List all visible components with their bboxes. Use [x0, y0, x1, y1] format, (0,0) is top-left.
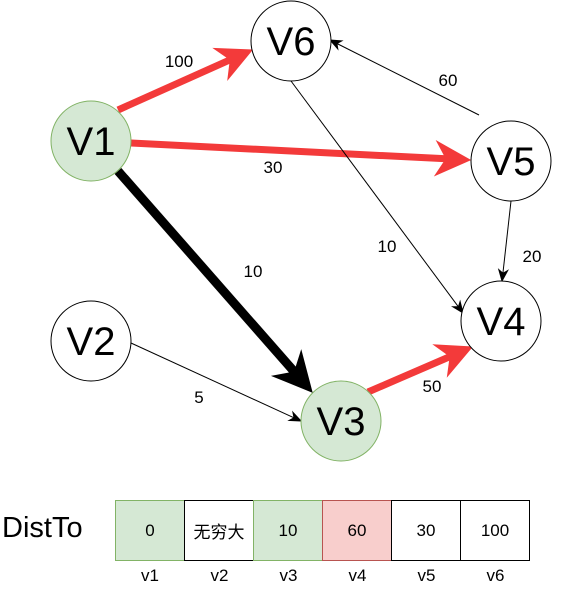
distto-index-v1: v1 [141, 566, 159, 585]
edge-v5-v6 [328, 39, 480, 116]
distto-index-v5: v5 [417, 566, 436, 585]
edge-v6-v4 [290, 80, 464, 315]
node-v5: V5 [470, 120, 552, 202]
node-label-v4: V4 [477, 300, 526, 344]
edge-arrowhead-v5-v4 [497, 268, 509, 283]
edge-v3-v4 [366, 344, 474, 396]
edge-weight-v2-v3: 5 [194, 388, 203, 407]
edge-labels-layer: 100 30 10 5 50 60 20 10 [165, 52, 542, 407]
edge-v1-v3 [114, 168, 313, 393]
edges-layer [114, 39, 512, 422]
edge-weight-v1-v6: 100 [165, 52, 193, 71]
edge-line-v5-v4 [502, 200, 512, 274]
edge-line-v1-v5 [130, 139, 447, 163]
edge-v1-v6 [116, 47, 254, 114]
edge-weight-v1-v5: 30 [264, 158, 283, 177]
edge-arrowhead-v1-v5 [433, 140, 472, 177]
edge-line-v2-v3 [130, 342, 295, 419]
distto-cell-v1: 0 [115, 500, 185, 561]
node-circle-v5 [470, 120, 552, 202]
edge-line-v6-v4 [290, 80, 459, 308]
distto-index-v3: v3 [279, 566, 298, 585]
distto-label: DistTo [2, 512, 83, 544]
distto-index-v4: v4 [348, 566, 367, 585]
edge-line-v1-v3 [114, 168, 298, 375]
node-label-v1: V1 [67, 120, 116, 164]
distto-index-v2: v2 [210, 566, 229, 585]
node-label-v2: V2 [67, 320, 116, 364]
distto-cell-v5: 30 [391, 500, 461, 561]
node-circle-v3 [300, 380, 382, 462]
node-circle-v1 [50, 100, 132, 182]
node-v2: V2 [50, 300, 132, 382]
edge-v5-v4 [497, 200, 512, 283]
node-v6: V6 [250, 0, 332, 82]
edge-arrowhead-v1-v3 [270, 349, 313, 393]
edge-weight-v6-v4: 10 [378, 237, 397, 256]
node-v1: V1 [50, 100, 132, 182]
node-label-v5: V5 [487, 140, 536, 184]
edge-arrowhead-v1-v6 [212, 47, 254, 82]
distto-cell-v2: 无穷大 [184, 500, 254, 561]
distto-cell-v4: 60 [322, 500, 392, 561]
edge-v2-v3 [130, 342, 303, 422]
edge-weight-v5-v6: 60 [439, 71, 458, 90]
edge-line-v3-v4 [366, 353, 452, 396]
node-label-v3: V3 [317, 400, 366, 444]
distto-column-v2: 无穷大 v2 [184, 500, 254, 586]
edge-weight-v5-v4: 20 [523, 247, 542, 266]
edge-arrowhead-v6-v4 [451, 299, 464, 315]
node-label-v6: V6 [267, 20, 316, 64]
distto-cell-v3: 10 [253, 500, 323, 561]
edge-arrowhead-v5-v6 [328, 39, 344, 51]
edge-arrowhead-v2-v3 [287, 410, 303, 422]
node-circle-v6 [250, 0, 332, 82]
node-v4: V4 [460, 280, 542, 362]
edge-line-v5-v6 [336, 43, 480, 116]
edge-arrowhead-v3-v4 [432, 344, 474, 378]
edge-weight-v1-v3: 10 [244, 262, 263, 281]
node-v3: V3 [300, 380, 382, 462]
node-circle-v2 [50, 300, 132, 382]
distto-index-v6: v6 [486, 566, 505, 585]
node-circle-v4 [460, 280, 542, 362]
edge-line-v1-v6 [116, 56, 232, 114]
distto-cell-v6: 100 [460, 500, 530, 561]
edge-weight-v3-v4: 50 [423, 377, 442, 396]
edge-v1-v5 [130, 139, 472, 177]
